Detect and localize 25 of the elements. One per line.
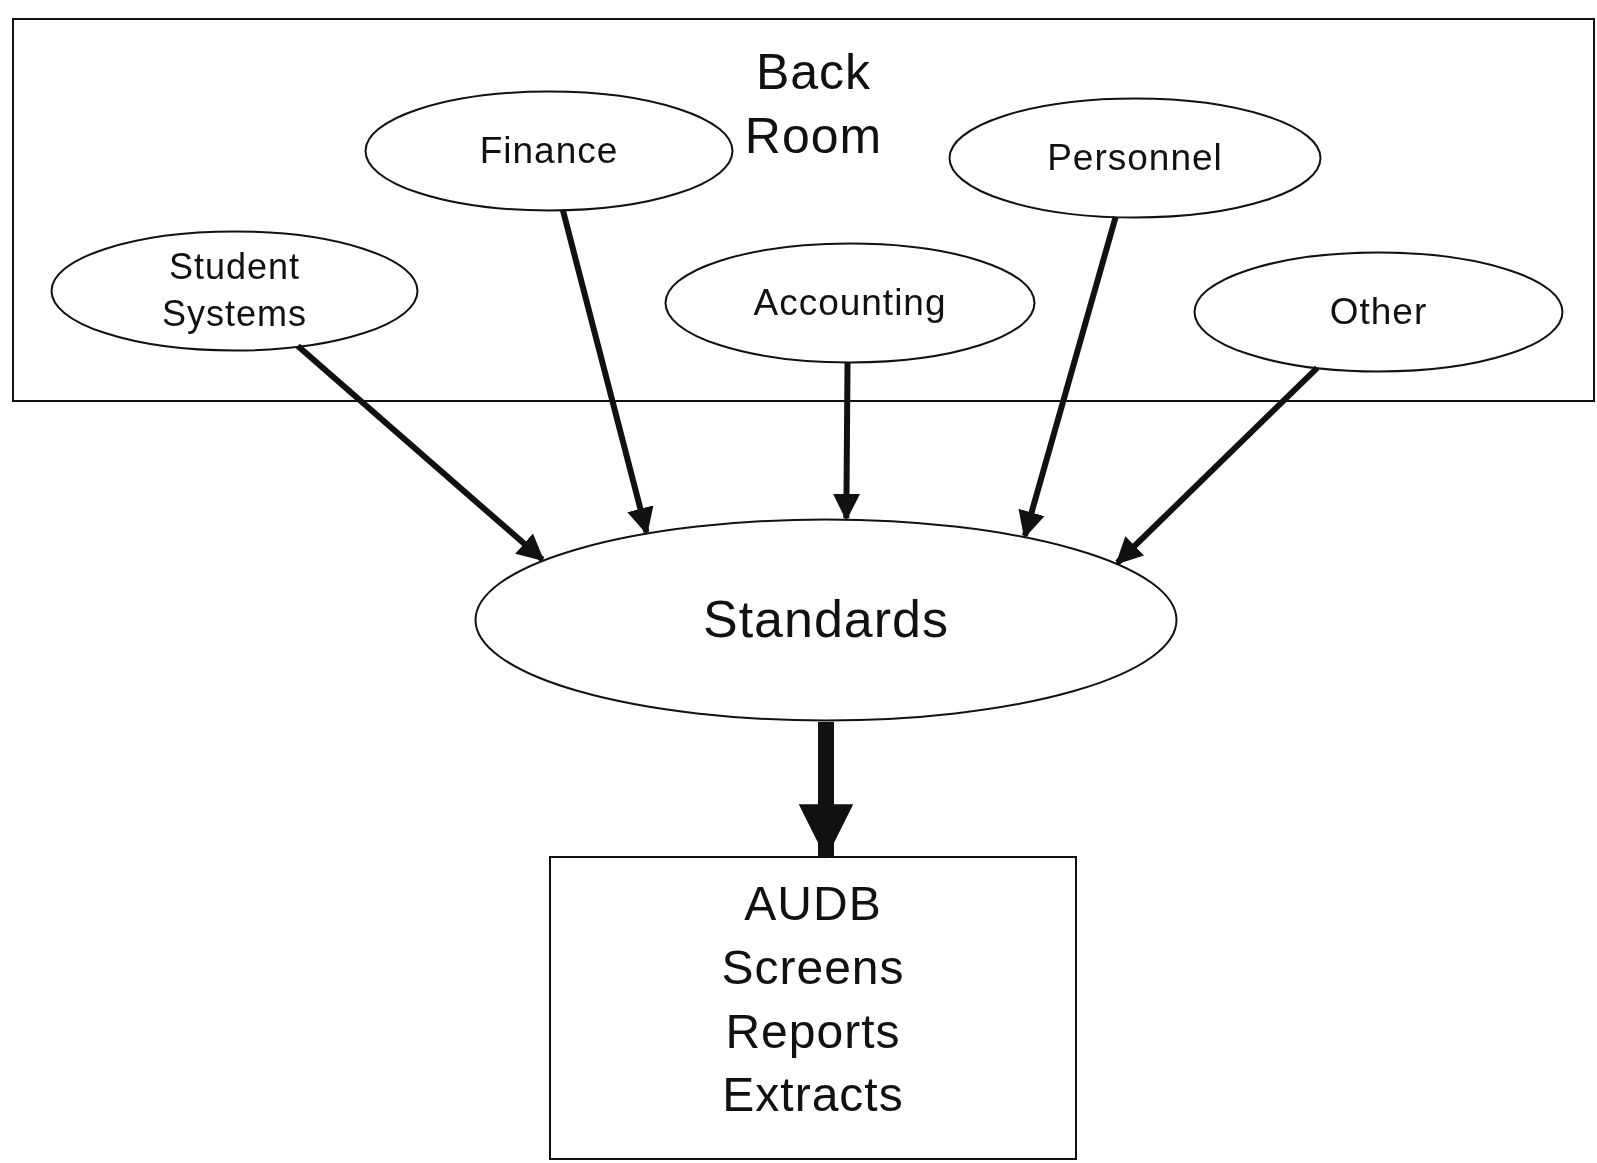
arrow: [798, 722, 854, 859]
output-box: [549, 856, 1077, 1160]
arrow: [295, 343, 545, 562]
arrow: [1018, 215, 1119, 539]
group-box: [12, 18, 1595, 402]
node-label: Student Systems: [161, 245, 308, 336]
node-label: Accounting: [753, 280, 947, 325]
node-label: AUDB: [744, 876, 882, 932]
node-label: Other: [1329, 289, 1428, 334]
process-ellipse: [1193, 251, 1564, 373]
arrow: [833, 361, 860, 521]
process-ellipse: [664, 242, 1036, 364]
node-label: Finance: [479, 128, 619, 173]
group-heading: Back Room: [743, 43, 884, 166]
node-label: Extracts: [722, 1067, 904, 1124]
node-label: Personnel: [1047, 135, 1223, 180]
process-ellipse: [364, 90, 734, 212]
node-label: Screens: [721, 939, 905, 996]
process-ellipse: [948, 97, 1322, 219]
node-label: Reports: [725, 1003, 901, 1060]
process-ellipse: [50, 230, 419, 352]
arrow: [559, 209, 654, 535]
node-label: Standards: [702, 589, 949, 651]
arrow: [1115, 365, 1320, 565]
process-ellipse: [474, 518, 1178, 722]
